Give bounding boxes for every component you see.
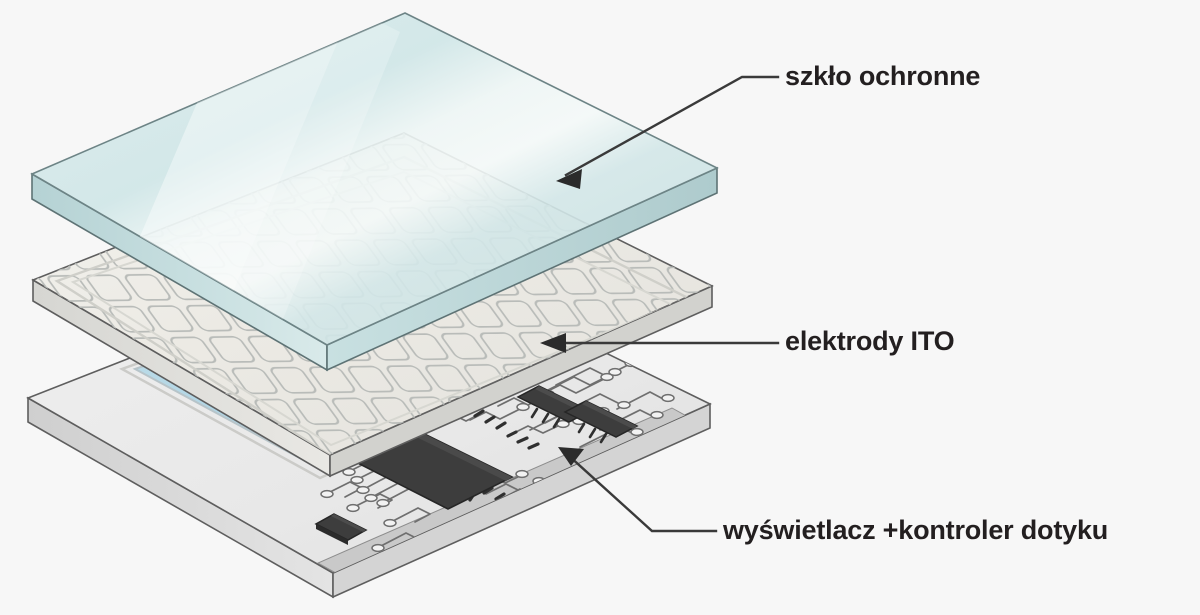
callout-label-protective-glass: szkło ochronne xyxy=(785,61,981,91)
callout-label-display-touch-controller: wyświetlacz +kontroler dotyku xyxy=(723,515,1109,545)
callout-glass-leader xyxy=(556,75,780,189)
pcb-silkscreen-strip xyxy=(316,407,692,573)
callout-leaders xyxy=(540,75,780,533)
callout-ito-leader xyxy=(540,333,780,353)
callout-controller-leader xyxy=(558,447,718,533)
glass-top-face xyxy=(30,12,719,346)
passive-component xyxy=(314,513,368,545)
callout-label-ito-electrodes: elektrody ITO xyxy=(785,326,955,356)
layer-protective-glass xyxy=(30,12,719,372)
soic-chip-2 xyxy=(563,400,639,444)
